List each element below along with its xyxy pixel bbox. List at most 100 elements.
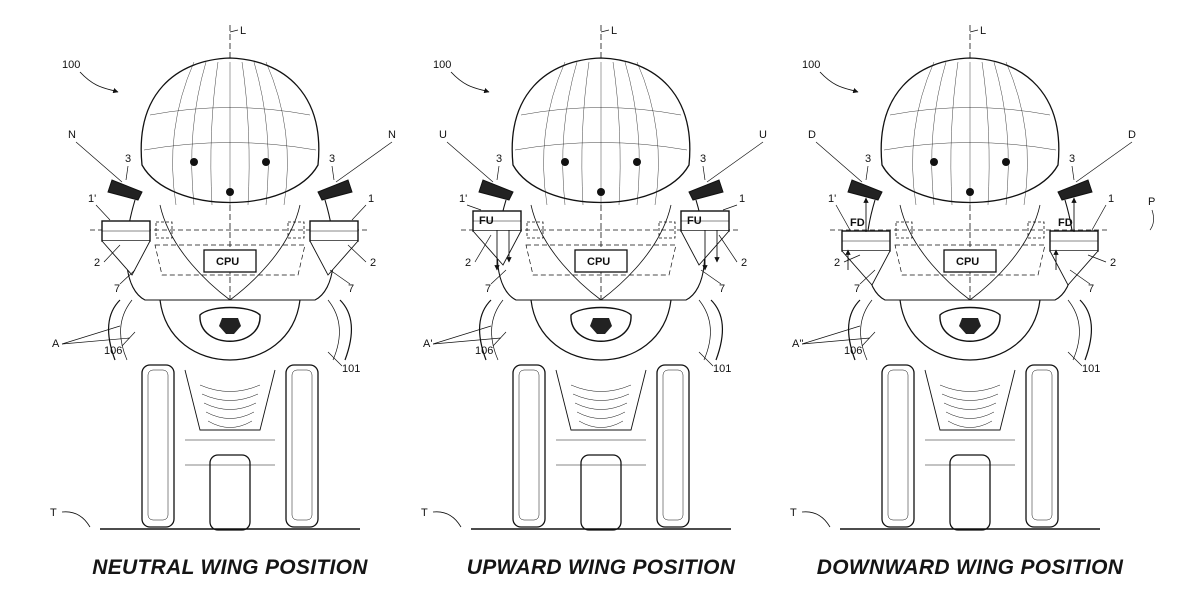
- body-label: 7: [485, 283, 491, 295]
- body-label: 7: [854, 283, 860, 295]
- mount-screw: [597, 188, 605, 196]
- wing-right: [287, 220, 359, 276]
- wing-left-label: 1': [459, 193, 467, 205]
- reference-number: 100: [802, 59, 820, 71]
- mount-screw: [633, 158, 641, 166]
- frame-label: 106: [844, 345, 862, 357]
- fairing: [847, 199, 1093, 431]
- actuator-label: 2: [370, 257, 376, 269]
- mode-label: N: [68, 129, 76, 141]
- cpu-label: CPU: [216, 256, 239, 268]
- body-label: 7: [719, 283, 725, 295]
- panel-caption: UPWARD WING POSITION: [467, 556, 736, 579]
- mirror: [688, 179, 724, 201]
- body-label: 7: [1088, 283, 1094, 295]
- logo-emblem: [219, 318, 241, 334]
- plane-label: P: [1148, 196, 1155, 208]
- ground-label: T: [421, 507, 428, 519]
- cpu-label: CPU: [956, 256, 979, 268]
- rear-wheel: [209, 454, 251, 531]
- mirror-label: 3: [1069, 153, 1075, 165]
- force-label: FD: [1058, 217, 1073, 229]
- mount-screw: [190, 158, 198, 166]
- fairing: [107, 199, 353, 431]
- front-wheel: [881, 364, 915, 528]
- actuator-label: 2: [834, 257, 840, 269]
- wing-hinge: [526, 221, 544, 239]
- frame-label: 106: [104, 345, 122, 357]
- axis-label: L: [611, 25, 617, 37]
- windshield: [880, 57, 1060, 206]
- mirror: [478, 179, 514, 201]
- mount-screw: [226, 188, 234, 196]
- mount-screw: [262, 158, 270, 166]
- mirror: [1057, 179, 1093, 201]
- actuator-label: 2: [465, 257, 471, 269]
- panel-caption: NEUTRAL WING POSITION: [92, 556, 368, 579]
- axis-label: L: [980, 25, 986, 37]
- wheels: [141, 364, 319, 531]
- front-wheel: [656, 364, 690, 528]
- force-label: FU: [479, 215, 494, 227]
- wing-hinge: [155, 221, 173, 239]
- mode-label: N: [388, 129, 396, 141]
- mount-screw: [966, 188, 974, 196]
- mirror: [107, 179, 143, 201]
- mirror: [847, 179, 883, 201]
- actuator-label: 2: [741, 257, 747, 269]
- assembly-label: A'': [792, 338, 804, 350]
- mirror-label: 3: [496, 153, 502, 165]
- body-label: 7: [348, 283, 354, 295]
- actuator-label: 2: [1110, 257, 1116, 269]
- logo-emblem: [959, 318, 981, 334]
- wing-hinge: [1027, 221, 1045, 239]
- wing-left: [101, 220, 173, 276]
- body-label: 7: [114, 283, 120, 295]
- cpu-label: CPU: [587, 256, 610, 268]
- cpu-box: [574, 249, 628, 273]
- force-label: FD: [850, 217, 865, 229]
- wheels: [512, 364, 690, 531]
- wing-hinge: [895, 221, 913, 239]
- mirror-label: 3: [700, 153, 706, 165]
- mirror: [317, 179, 353, 201]
- mode-label: U: [759, 129, 767, 141]
- ground-label: T: [50, 507, 57, 519]
- front-wheel: [285, 364, 319, 528]
- mode-label: D: [808, 129, 816, 141]
- mirror-label: 3: [865, 153, 871, 165]
- rear-wheel: [949, 454, 991, 531]
- wing-right-label: 1: [1108, 193, 1114, 205]
- ground-label: T: [790, 507, 797, 519]
- mode-label: D: [1128, 129, 1136, 141]
- mount-screw: [930, 158, 938, 166]
- wing-left-label: 1': [88, 193, 96, 205]
- cpu-box: [943, 249, 997, 273]
- windshield: [511, 57, 691, 206]
- force-label: FU: [687, 215, 702, 227]
- windshield: [140, 57, 320, 206]
- front-label: 101: [342, 363, 360, 375]
- wheels: [881, 364, 1059, 531]
- panel-caption: DOWNWARD WING POSITION: [817, 556, 1124, 579]
- mirror-label: 3: [125, 153, 131, 165]
- wing-hinge: [287, 221, 305, 239]
- frame-label: 106: [475, 345, 493, 357]
- mount-screw: [1002, 158, 1010, 166]
- wing-right: [1027, 221, 1099, 286]
- wing-left-label: 1': [828, 193, 836, 205]
- front-wheel: [1025, 364, 1059, 528]
- wing-left: [841, 221, 913, 286]
- axis-label: L: [240, 25, 246, 37]
- logo-emblem: [590, 318, 612, 334]
- cpu-box: [203, 249, 257, 273]
- assembly-label: A: [52, 338, 60, 350]
- actuator-label: 2: [94, 257, 100, 269]
- front-label: 101: [713, 363, 731, 375]
- reference-number: 100: [433, 59, 451, 71]
- mode-label: U: [439, 129, 447, 141]
